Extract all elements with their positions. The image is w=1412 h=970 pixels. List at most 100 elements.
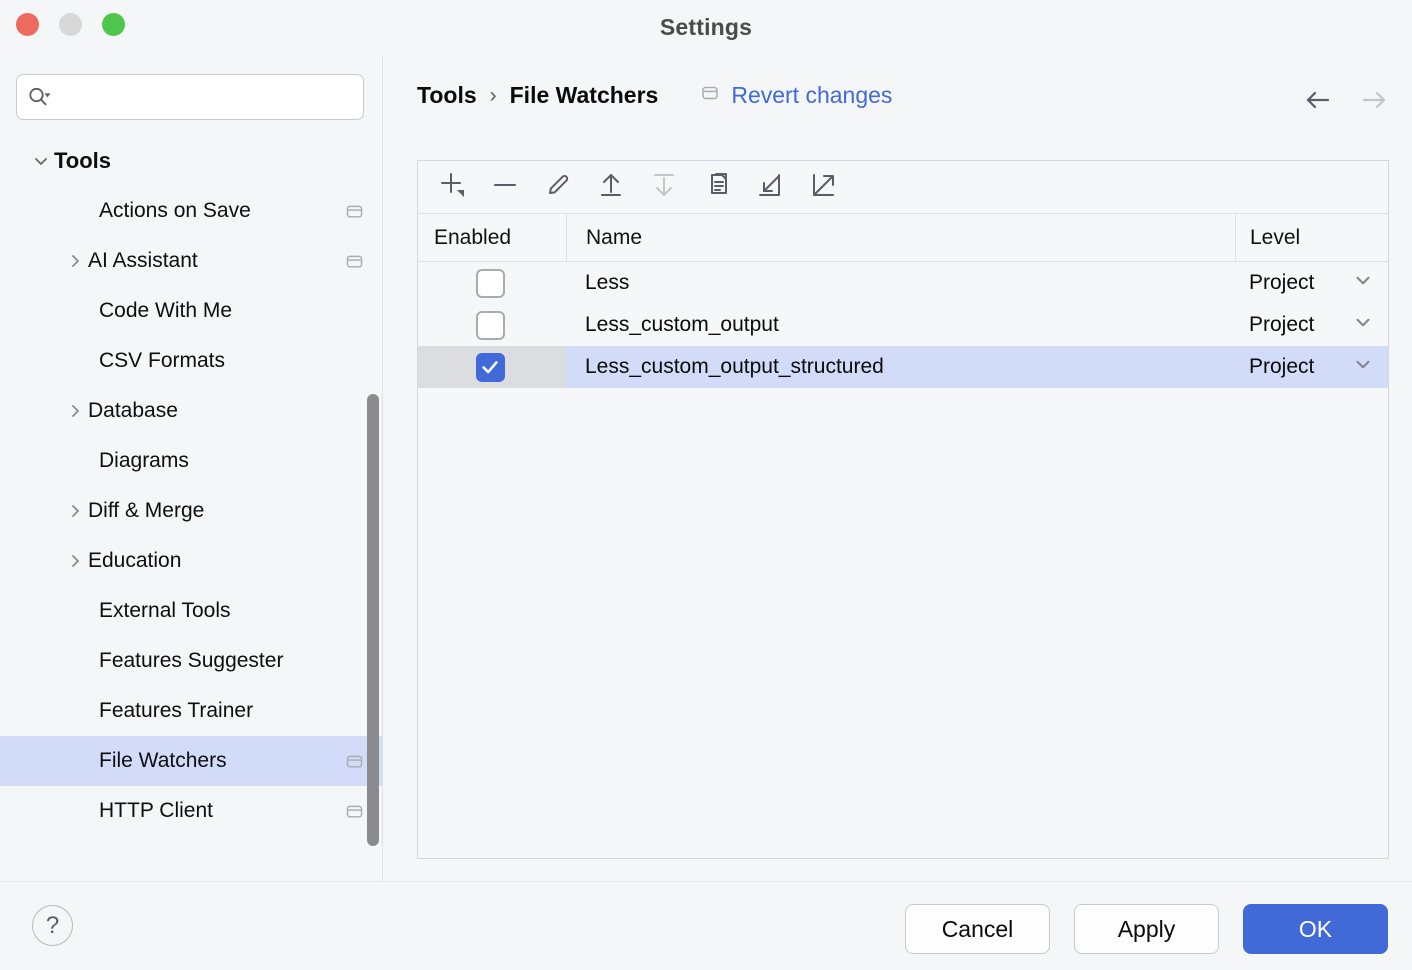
row-level-cell[interactable]: Project: [1235, 304, 1388, 346]
sidebar-item-label: Education: [88, 549, 182, 572]
row-level-value: Project: [1249, 313, 1315, 336]
enabled-checkbox[interactable]: [475, 268, 505, 298]
minus-icon: [490, 170, 520, 205]
close-window-button[interactable]: [16, 13, 39, 36]
apply-button[interactable]: Apply: [1074, 904, 1219, 954]
column-header-level[interactable]: Level: [1235, 214, 1388, 261]
row-name: Less_custom_output: [585, 313, 779, 336]
arrow-up-bar-icon: [596, 170, 626, 205]
minimize-window-button[interactable]: [59, 13, 82, 36]
zoom-window-button[interactable]: [102, 13, 125, 36]
sidebar-item-csv-formats[interactable]: CSV Formats: [0, 336, 382, 386]
import-button[interactable]: [746, 166, 794, 208]
sidebar-item-tools[interactable]: Tools: [0, 136, 382, 186]
search-container: [0, 55, 382, 120]
copy-button[interactable]: [693, 166, 741, 208]
search-box[interactable]: [16, 74, 364, 120]
move-up-button[interactable]: [587, 166, 635, 208]
chevron-right-icon[interactable]: [62, 551, 88, 571]
sidebar-item-education[interactable]: Education: [0, 536, 382, 586]
sidebar-item-label: Actions on Save: [99, 199, 251, 222]
sidebar-item-label: File Watchers: [99, 749, 227, 772]
chevron-down-icon[interactable]: [1352, 353, 1374, 381]
table-header-row: Enabled Name Level: [418, 214, 1388, 262]
row-level-cell[interactable]: Project: [1235, 262, 1388, 304]
dialog-footer: ? Cancel Apply OK: [0, 881, 1412, 970]
chevron-right-icon[interactable]: [62, 401, 88, 421]
sidebar-item-database[interactable]: Database: [0, 386, 382, 436]
history-nav: [1299, 81, 1393, 119]
project-scope-icon: [700, 83, 720, 108]
row-level-value: Project: [1249, 271, 1315, 294]
row-level-value: Project: [1249, 355, 1315, 378]
plus-dropdown-icon: [437, 170, 467, 205]
sidebar-item-actions-on-save[interactable]: Actions on Save: [0, 186, 382, 236]
sidebar-item-ai-assistant[interactable]: AI Assistant: [0, 236, 382, 286]
export-arrow-icon: [808, 170, 838, 205]
ok-button[interactable]: OK: [1243, 904, 1388, 954]
sidebar-item-diagrams[interactable]: Diagrams: [0, 436, 382, 486]
sidebar-item-http-client[interactable]: HTTP Client: [0, 786, 382, 836]
sidebar-item-external-tools[interactable]: External Tools: [0, 586, 382, 636]
chevron-down-icon[interactable]: [1352, 311, 1374, 339]
breadcrumb-root[interactable]: Tools: [417, 82, 477, 108]
enabled-checkbox[interactable]: [475, 352, 505, 382]
chevron-down-icon[interactable]: [28, 151, 54, 171]
table-row[interactable]: Less_custom_output_structured Project: [418, 346, 1388, 388]
enabled-checkbox[interactable]: [475, 310, 505, 340]
column-header-name[interactable]: Name: [566, 214, 1235, 261]
import-arrow-icon: [755, 170, 785, 205]
table-row[interactable]: Less_custom_output Project: [418, 304, 1388, 346]
search-input[interactable]: [53, 87, 353, 107]
chevron-right-icon: ›: [489, 83, 497, 107]
watchers-toolbar: [418, 161, 1388, 214]
chevron-right-icon[interactable]: [62, 501, 88, 521]
back-arrow-icon[interactable]: [1299, 81, 1337, 119]
sidebar-item-label: Database: [88, 399, 178, 422]
help-button[interactable]: ?: [32, 905, 73, 946]
table-row[interactable]: Less Project: [418, 262, 1388, 304]
sidebar-item-label: Diff & Merge: [88, 499, 205, 522]
export-button[interactable]: [799, 166, 847, 208]
remove-button[interactable]: [481, 166, 529, 208]
search-icon: [27, 86, 53, 108]
sidebar-item-label: External Tools: [99, 599, 231, 622]
title-bar: Settings: [0, 0, 1412, 55]
settings-content: Tools › File Watchers Revert changes: [384, 55, 1412, 881]
column-header-enabled[interactable]: Enabled: [434, 225, 512, 249]
sidebar-item-features-trainer[interactable]: Features Trainer: [0, 686, 382, 736]
breadcrumb: Tools › File Watchers Revert changes: [417, 82, 892, 109]
sidebar-item-diff-merge[interactable]: Diff & Merge: [0, 486, 382, 536]
edit-button[interactable]: [534, 166, 582, 208]
breadcrumb-current: File Watchers: [509, 82, 659, 108]
sidebar-item-label: Features Suggester: [99, 649, 284, 672]
sidebar-scrollbar-thumb[interactable]: [367, 394, 379, 846]
forward-arrow-icon[interactable]: [1355, 81, 1393, 119]
sidebar-item-label: Diagrams: [99, 449, 189, 472]
row-enabled-cell: [418, 262, 566, 304]
row-name: Less: [585, 271, 630, 294]
row-level-cell[interactable]: Project: [1235, 346, 1388, 388]
project-scope-icon: [345, 752, 364, 771]
add-button[interactable]: [428, 166, 476, 208]
row-enabled-cell: [418, 346, 566, 388]
row-name: Less_custom_output_structured: [585, 355, 884, 378]
arrow-down-bar-icon: [649, 170, 679, 205]
content-header: Tools › File Watchers Revert changes: [384, 55, 1412, 143]
revert-changes-group[interactable]: Revert changes: [700, 82, 892, 109]
watchers-table-body: Less Project Less_custom_output Project …: [418, 262, 1388, 388]
sidebar-item-file-watchers[interactable]: File Watchers: [0, 736, 382, 786]
revert-changes-link[interactable]: Revert changes: [731, 82, 893, 108]
cancel-button[interactable]: Cancel: [905, 904, 1050, 954]
sidebar-item-code-with-me[interactable]: Code With Me: [0, 286, 382, 336]
chevron-down-icon[interactable]: [1352, 269, 1374, 297]
sidebar-item-label: Code With Me: [99, 299, 233, 322]
move-down-button: [640, 166, 688, 208]
sidebar-item-features-suggester[interactable]: Features Suggester: [0, 636, 382, 686]
chevron-right-icon[interactable]: [62, 251, 88, 271]
sidebar-item-label: Tools: [54, 148, 112, 173]
